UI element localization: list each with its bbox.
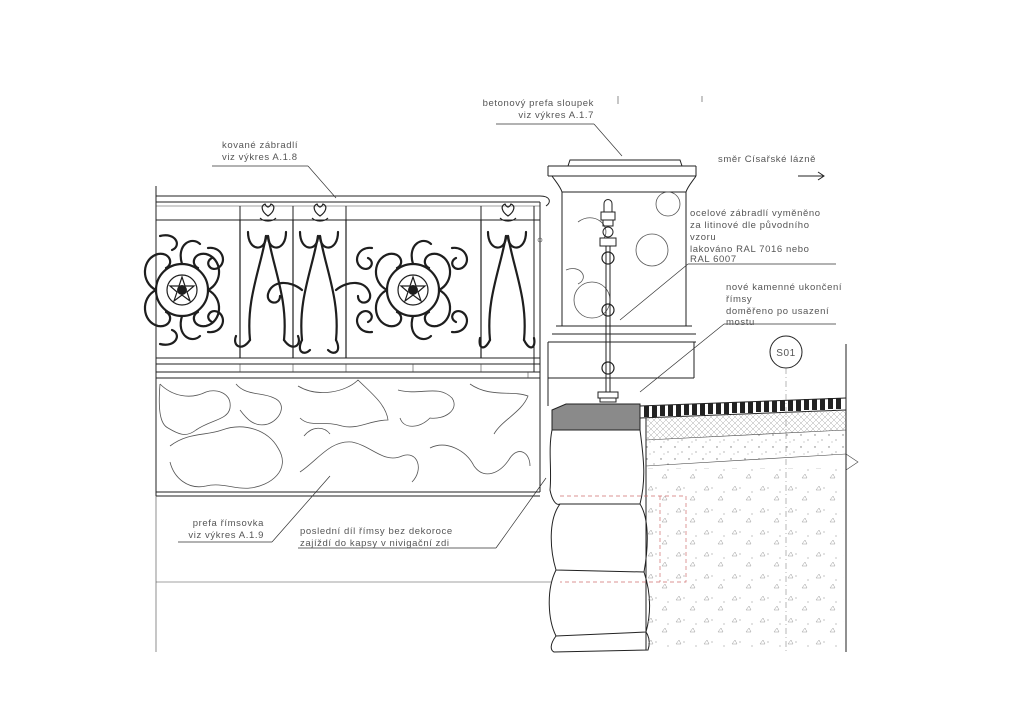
svg-text:doměřeno po usazení: doměřeno po usazení (726, 306, 829, 317)
label-prefa-sloupek: betonový prefa sloupek viz výkres A.1.7 (483, 98, 594, 121)
svg-text:viz výkres A.1.9: viz výkres A.1.9 (188, 530, 264, 541)
label-smer: směr Císařské lázně (718, 154, 816, 165)
svg-text:poslední díl římsy bez dekoroc: poslední díl římsy bez dekoroce (300, 526, 453, 537)
svg-text:zajíždí do kapsy v nivigační z: zajíždí do kapsy v nivigační zdi (300, 538, 450, 549)
svg-text:betonový prefa sloupek: betonový prefa sloupek (483, 98, 594, 109)
section-marker-s01: S01 (769, 335, 803, 652)
label-ocelove-zabradli: ocelové zábradlí vyměněno za litinové dl… (690, 208, 821, 265)
svg-text:mostu: mostu (726, 317, 755, 328)
svg-text:ocelové zábradlí vyměněno: ocelové zábradlí vyměněno (690, 208, 821, 219)
label-posledni-dil: poslední díl římsy bez dekoroce zajíždí … (300, 526, 453, 549)
svg-text:prefa římsovka: prefa římsovka (193, 518, 264, 529)
svg-text:viz výkres A.1.7: viz výkres A.1.7 (518, 110, 594, 121)
label-kamenne-ukonceni: nové kamenné ukončení římsy doměřeno po … (726, 282, 842, 328)
svg-text:nové kamenné ukončení: nové kamenné ukončení (726, 282, 842, 293)
direction-arrow (798, 171, 825, 181)
label-prefa-rimsovka: prefa římsovka viz výkres A.1.9 (188, 518, 264, 541)
svg-text:za litinové dle původního: za litinové dle původního (690, 220, 810, 231)
label-kovane-zabradli: kované zábradlí viz výkres A.1.8 (222, 140, 298, 163)
stone-cornice-cap (551, 403, 641, 431)
concrete-post (547, 159, 697, 406)
leader-lines (178, 123, 836, 549)
section-marker-label: S01 (776, 348, 796, 359)
paving-layers (155, 344, 859, 652)
masonry-wall (548, 418, 651, 653)
svg-text:římsy: římsy (726, 294, 752, 305)
svg-text:RAL 6007: RAL 6007 (690, 254, 737, 265)
svg-text:kované zábradlí: kované zábradlí (222, 140, 298, 151)
svg-text:směr Císařské lázně: směr Císařské lázně (718, 154, 816, 165)
svg-text:lakováno RAL 7016 nebo: lakováno RAL 7016 nebo (690, 244, 810, 255)
svg-text:viz výkres A.1.8: viz výkres A.1.8 (222, 152, 298, 163)
svg-text:vzoru: vzoru (690, 232, 716, 243)
wrought-iron-railing (145, 186, 550, 496)
prefab-cornice (156, 372, 541, 497)
steel-railing-post (597, 199, 619, 403)
